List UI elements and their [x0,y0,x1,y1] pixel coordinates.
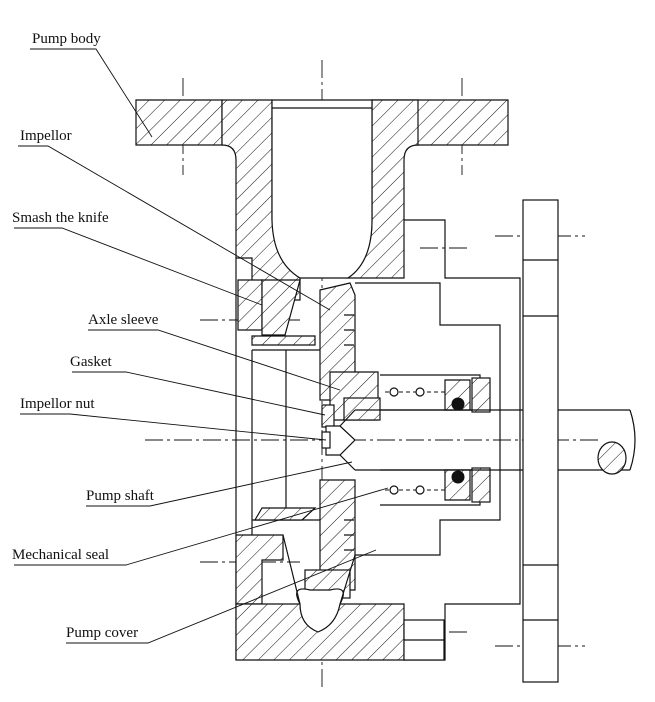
label-impellor-nut: Impellor nut [20,396,95,412]
labels: Pump body Impellor Smash the knife Axle … [12,31,159,641]
label-pump-shaft: Pump shaft [86,488,155,504]
smash-knife-part [237,279,316,346]
motor-flange [522,199,559,683]
impellor-nut-part [321,425,356,456]
label-axle-sleeve: Axle sleeve [88,312,159,328]
label-pump-body: Pump body [32,31,101,47]
label-gasket: Gasket [70,354,112,370]
label-smash-knife: Smash the knife [12,210,109,226]
label-pump-cover: Pump cover [66,625,138,641]
gasket-part [321,404,335,428]
label-impellor: Impellor [20,128,72,144]
pump-body-part [135,99,509,301]
label-mechanical-seal: Mechanical seal [12,547,109,563]
axle-sleeve-part [329,371,381,421]
pump-cover-part [235,507,445,661]
pump-shaft-part [339,409,636,475]
leader-lines [14,48,389,644]
